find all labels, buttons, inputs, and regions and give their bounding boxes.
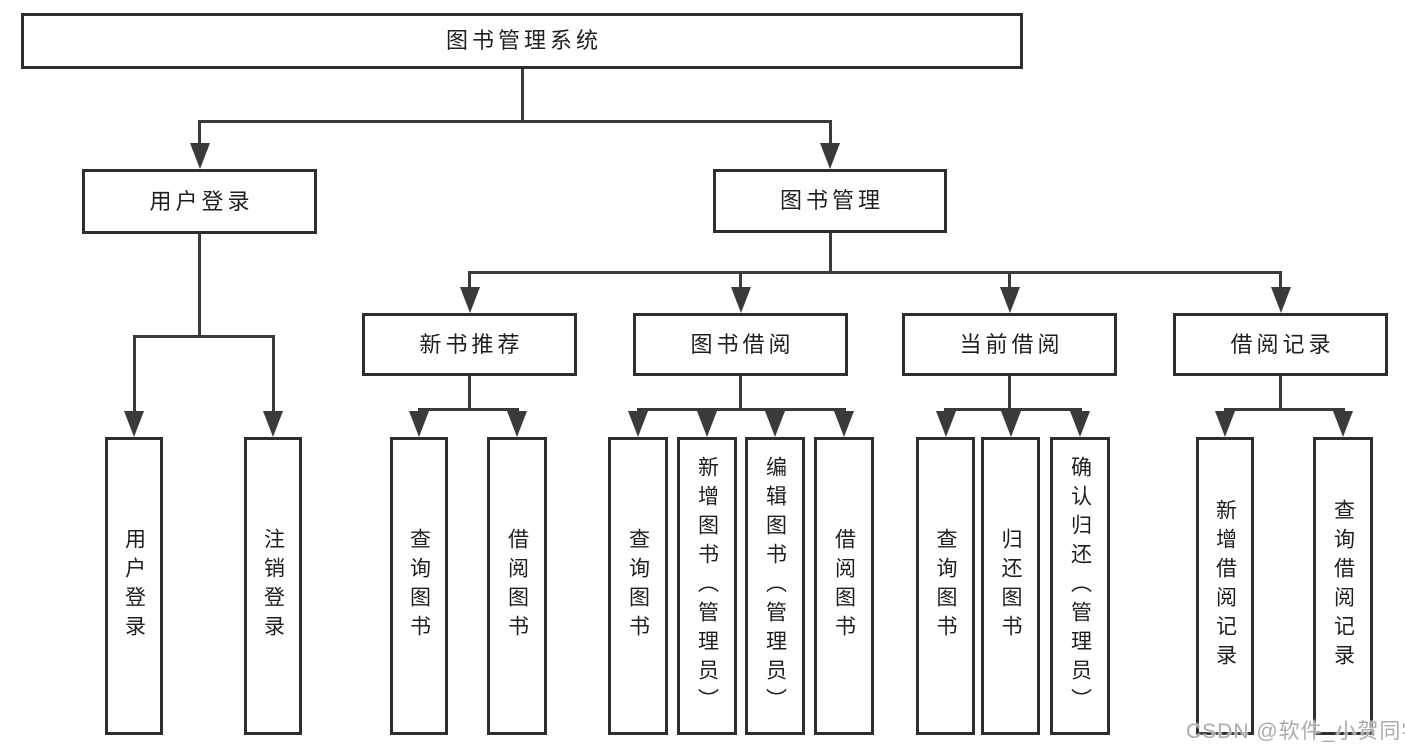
connector-stem-borrow-records	[1279, 376, 1282, 411]
connector-drop-borrow-records	[1279, 271, 1282, 291]
connector-stem-new-books	[468, 376, 471, 411]
node-br-query: 查询借阅记录	[1313, 437, 1373, 735]
arrowhead-br-add	[1215, 411, 1235, 437]
node-borrow-records: 借阅记录	[1173, 313, 1388, 376]
watermark: CSDN @软件_小贺同学	[1186, 720, 1405, 743]
node-label-book-borrow: 图书借阅	[690, 331, 795, 357]
arrowhead-new-books	[459, 287, 480, 313]
node-label-nb-borrow: 借阅图书	[505, 528, 529, 644]
connector-bar-book-borrow	[636, 408, 846, 411]
node-label-new-books: 新书推荐	[419, 331, 524, 357]
arrowhead-bb-add	[697, 411, 717, 437]
connector-stem-book-mgmt	[828, 233, 832, 274]
arrowhead-cb-query	[935, 411, 956, 437]
arrowhead-user-login	[189, 143, 210, 169]
connector-drop-new-books	[468, 271, 471, 291]
connector-drop-book-borrow	[739, 271, 742, 291]
arrowhead-cb-return	[1000, 411, 1021, 437]
node-label-cb-return: 归还图书	[999, 528, 1022, 644]
node-user-login: 用户登录	[82, 169, 317, 234]
node-book-borrow: 图书借阅	[633, 313, 848, 376]
connector-stem-book-borrow	[739, 376, 742, 411]
arrowhead-br-query	[1333, 411, 1353, 437]
node-label-logout: 注销登录	[261, 528, 285, 644]
connector-drop-login	[132, 335, 136, 415]
node-label-br-add: 新增借阅记录	[1213, 499, 1237, 673]
arrowhead-bb-query	[628, 411, 648, 437]
node-label-bb-borrow: 借阅图书	[832, 528, 856, 644]
node-login: 用户登录	[105, 437, 163, 735]
connector-drop-book-mgmt	[828, 120, 832, 147]
node-bb-borrow: 借阅图书	[814, 437, 874, 735]
node-label-nb-query: 查询图书	[407, 528, 431, 644]
node-label-br-query: 查询借阅记录	[1331, 499, 1355, 673]
node-label-user-login: 用户登录	[149, 188, 254, 214]
connector-bar-borrow-records	[1223, 408, 1345, 411]
arrowhead-book-mgmt	[820, 143, 840, 169]
node-bb-add: 新增图书（管理员）	[677, 437, 737, 735]
node-logout: 注销登录	[244, 437, 302, 735]
node-cb-return: 归还图书	[981, 437, 1040, 735]
node-label-root: 图书管理系统	[445, 28, 602, 53]
node-label-login: 用户登录	[122, 528, 146, 644]
node-label-bb-edit: 编辑图书（管理员）	[763, 455, 787, 717]
node-label-cb-confirm: 确认归还（管理员）	[1068, 455, 1092, 717]
arrowhead-cb-confirm	[1070, 411, 1090, 437]
node-bb-query: 查询图书	[608, 437, 668, 735]
node-label-bb-query: 查询图书	[626, 528, 650, 644]
connector-bar-new-books	[417, 408, 519, 411]
node-new-books: 新书推荐	[362, 313, 577, 376]
node-cb-confirm: 确认归还（管理员）	[1050, 437, 1110, 735]
connector-drop-current-borrow	[1008, 271, 1011, 291]
node-label-current-borrow: 当前借阅	[959, 331, 1064, 357]
connector-stem-user-login	[198, 234, 201, 338]
node-root: 图书管理系统	[21, 13, 1023, 69]
arrowhead-login	[124, 411, 144, 437]
arrowhead-nb-borrow	[507, 411, 527, 437]
node-br-add: 新增借阅记录	[1196, 437, 1254, 735]
node-cb-query: 查询图书	[916, 437, 975, 735]
connector-bar-book-mgmt	[468, 271, 1282, 274]
node-label-bb-add: 新增图书（管理员）	[695, 455, 719, 717]
arrowhead-borrow-records	[1270, 287, 1291, 313]
arrowhead-nb-query	[409, 411, 429, 437]
node-label-cb-query: 查询图书	[934, 528, 957, 644]
connector-drop-user-login	[198, 120, 201, 147]
connector-bar-current-borrow	[944, 408, 1082, 411]
arrowhead-current-borrow	[999, 287, 1020, 313]
node-label-book-mgmt: 图书管理	[779, 188, 884, 213]
arrowhead-book-borrow	[730, 287, 751, 313]
node-book-mgmt: 图书管理	[713, 169, 947, 233]
node-nb-query: 查询图书	[390, 437, 448, 735]
node-current-borrow: 当前借阅	[902, 313, 1117, 376]
connector-bar-user-login	[132, 335, 275, 338]
node-nb-borrow: 借阅图书	[487, 437, 547, 735]
connector-bar-root	[198, 120, 832, 123]
arrowhead-bb-borrow	[834, 411, 854, 437]
node-bb-edit: 编辑图书（管理员）	[745, 437, 805, 735]
arrowhead-bb-edit	[765, 411, 785, 437]
node-label-borrow-records: 借阅记录	[1230, 331, 1335, 357]
connector-stem-root	[520, 69, 524, 123]
arrowhead-logout	[263, 411, 283, 437]
connector-drop-logout	[271, 335, 275, 415]
connector-stem-current-borrow	[1008, 376, 1011, 411]
